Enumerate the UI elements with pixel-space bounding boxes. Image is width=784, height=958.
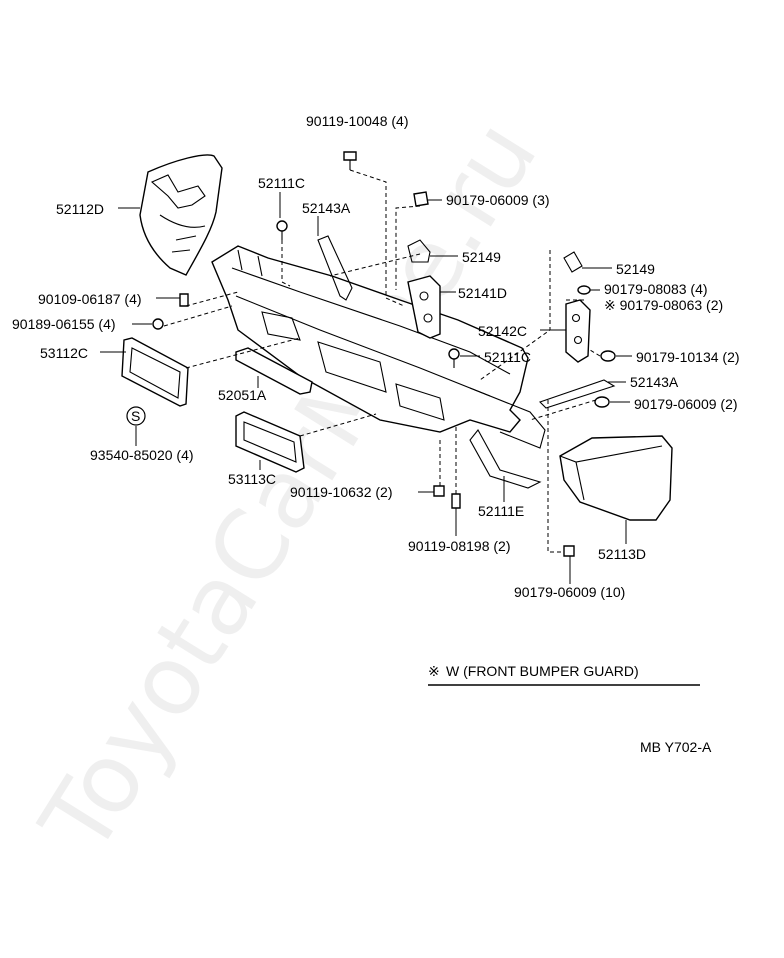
nut-90179-08083 <box>577 285 591 295</box>
label-52149-right: 52149 <box>616 261 655 277</box>
legend-symbol: ※ <box>428 663 440 679</box>
s-marker-symbol: S <box>126 406 146 426</box>
bracket-52149-right-part <box>563 251 583 273</box>
bolt-90119-08198 <box>451 493 461 509</box>
label-52112D: 52112D <box>56 201 104 217</box>
bolt-52111C-top <box>276 220 288 240</box>
right-bumper-end-part <box>559 435 673 521</box>
lower-lamp-housing-part <box>235 411 305 473</box>
label-90179-08063: ※ 90179-08063 (2) <box>604 297 723 313</box>
nut-90189-06155 <box>152 318 164 330</box>
label-90189-06155: 90189-06155 (4) <box>12 316 116 332</box>
left-lamp-housing-part <box>121 337 189 407</box>
stay-52143A-part <box>317 235 353 301</box>
label-93540-85020: 93540-85020 (4) <box>90 447 194 463</box>
label-52143A-right: 52143A <box>630 374 679 390</box>
nut-90179-06009-2 <box>594 396 610 408</box>
left-bumper-end-part <box>139 154 223 276</box>
watermark-text: ToyotaCarMine.ru <box>19 102 559 873</box>
label-90179-08083: 90179-08083 (4) <box>604 281 708 297</box>
label-90119-08198: 90119-08198 (2) <box>408 538 510 554</box>
label-52111E: 52111E <box>478 503 524 519</box>
label-90179-06009-2: 90179-06009 (2) <box>634 396 738 412</box>
label-90109-06187: 90109-06187 (4) <box>38 291 142 307</box>
label-52149-mid: 52149 <box>462 249 501 265</box>
stay-52143A-right-part <box>538 379 616 409</box>
dashed-lines <box>163 169 601 553</box>
bumper-strip-part <box>235 347 313 395</box>
bolt-90119-10632 <box>433 485 445 497</box>
label-53112C: 53112C <box>40 345 88 361</box>
diagram-code: MB Y702-A <box>640 739 712 755</box>
center-bracket-part <box>407 275 441 339</box>
label-52142C: 52142C <box>478 323 527 339</box>
label-90119-10632: 90119-10632 (2) <box>290 484 392 500</box>
nut-90179-06009-3 <box>413 191 429 207</box>
label-53113C: 53113C <box>228 471 276 487</box>
label-52143A-top: 52143A <box>302 200 351 216</box>
label-90179-06009-10: 90179-06009 (10) <box>514 584 625 600</box>
right-bracket-part <box>565 299 591 363</box>
label-52111C-top: 52111C <box>258 175 305 191</box>
label-90119-10048: 90119-10048 (4) <box>306 113 408 129</box>
label-52051A: 52051A <box>218 387 267 403</box>
bolt-90119-10048 <box>343 151 357 170</box>
bracket-52149-mid-part <box>407 239 431 263</box>
nut-90109-06187 <box>179 293 189 307</box>
nut-90179-06009-10 <box>563 545 575 557</box>
label-52113D: 52113D <box>598 546 646 562</box>
label-52111C-mid: 52111C <box>484 349 531 365</box>
leader-lines <box>100 192 632 584</box>
front-bumper-guard-legend: ※ W (FRONT BUMPER GUARD) <box>428 663 700 686</box>
legend-text: W (FRONT BUMPER GUARD) <box>446 663 639 679</box>
label-90179-06009-3: 90179-06009 (3) <box>446 192 550 208</box>
nut-90179-10134 <box>600 350 616 362</box>
label-52141D: 52141D <box>458 285 507 301</box>
s-marker-text: S <box>131 408 140 424</box>
bolt-52111C-mid <box>448 348 460 368</box>
label-90179-10134: 90179-10134 (2) <box>636 349 740 365</box>
